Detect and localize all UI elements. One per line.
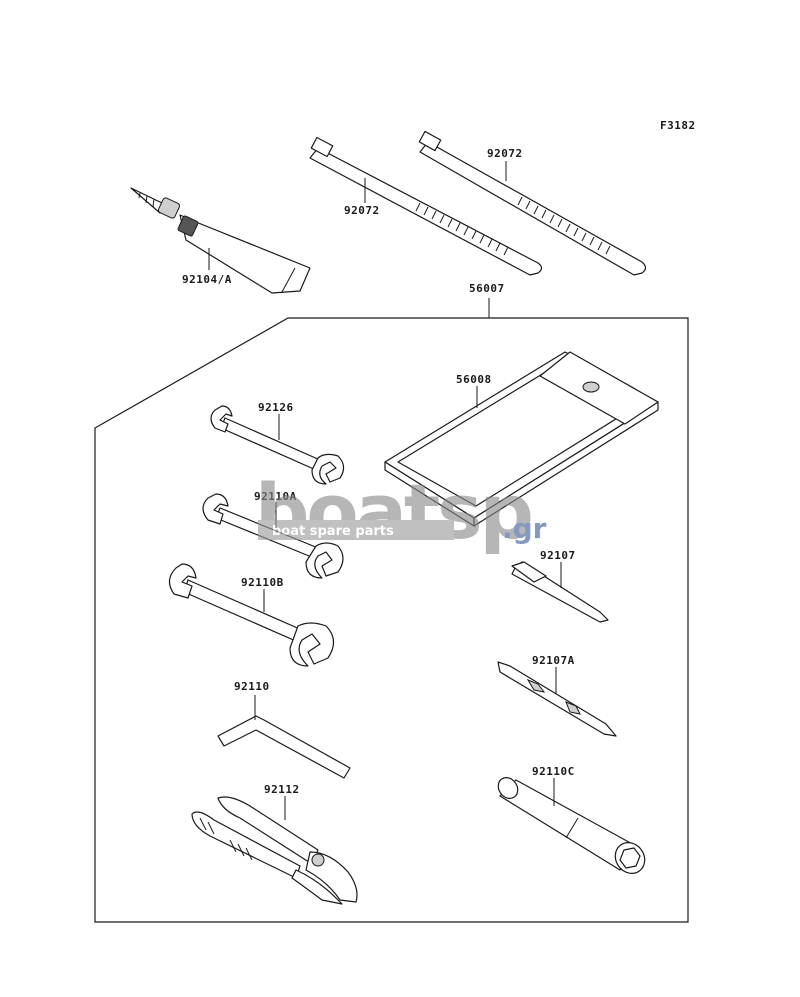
tool-kit-frame bbox=[94, 317, 689, 923]
label-tool-kit: 56007 bbox=[469, 282, 505, 295]
plug-wrench[interactable] bbox=[494, 774, 650, 879]
hex-key[interactable] bbox=[217, 715, 351, 779]
screwdriver-92107a[interactable] bbox=[497, 661, 617, 737]
wrench-92110b[interactable] bbox=[168, 563, 335, 667]
label-plug-wrench: 92110C bbox=[532, 765, 575, 778]
tool-pouch[interactable] bbox=[384, 351, 659, 527]
label-pliers: 92112 bbox=[264, 783, 300, 796]
screwdriver-92107[interactable] bbox=[511, 561, 609, 623]
label-tool-pouch: 56008 bbox=[456, 373, 492, 386]
label-screwdriver-92107a: 92107A bbox=[532, 654, 575, 667]
wrench-92126[interactable] bbox=[210, 405, 345, 485]
watermark-logo: boatsp .gr boat spare parts bbox=[255, 467, 547, 556]
figure-code: F3182 bbox=[660, 119, 696, 132]
watermark-logo-text: boatsp bbox=[255, 467, 531, 556]
label-wrench-92110a: 92110A bbox=[254, 490, 297, 503]
label-cable-tie-b: 92072 bbox=[487, 147, 523, 160]
label-screwdriver-92107: 92107 bbox=[540, 549, 576, 562]
label-wrench-92126: 92126 bbox=[258, 401, 294, 414]
cable-tie-a[interactable] bbox=[309, 136, 543, 276]
label-grease-tube: 92104/A bbox=[182, 273, 232, 286]
watermark-tagline-bar bbox=[258, 520, 454, 540]
label-cable-tie-a: 92072 bbox=[344, 204, 380, 217]
grease-tube[interactable] bbox=[130, 187, 311, 294]
label-wrench-92110b: 92110B bbox=[241, 576, 284, 589]
watermark-tagline: boat spare parts bbox=[272, 524, 394, 539]
label-hex-key: 92110 bbox=[234, 680, 270, 693]
pliers[interactable] bbox=[191, 796, 358, 905]
cable-tie-b[interactable] bbox=[418, 130, 647, 276]
watermark-tld: .gr bbox=[502, 512, 547, 545]
